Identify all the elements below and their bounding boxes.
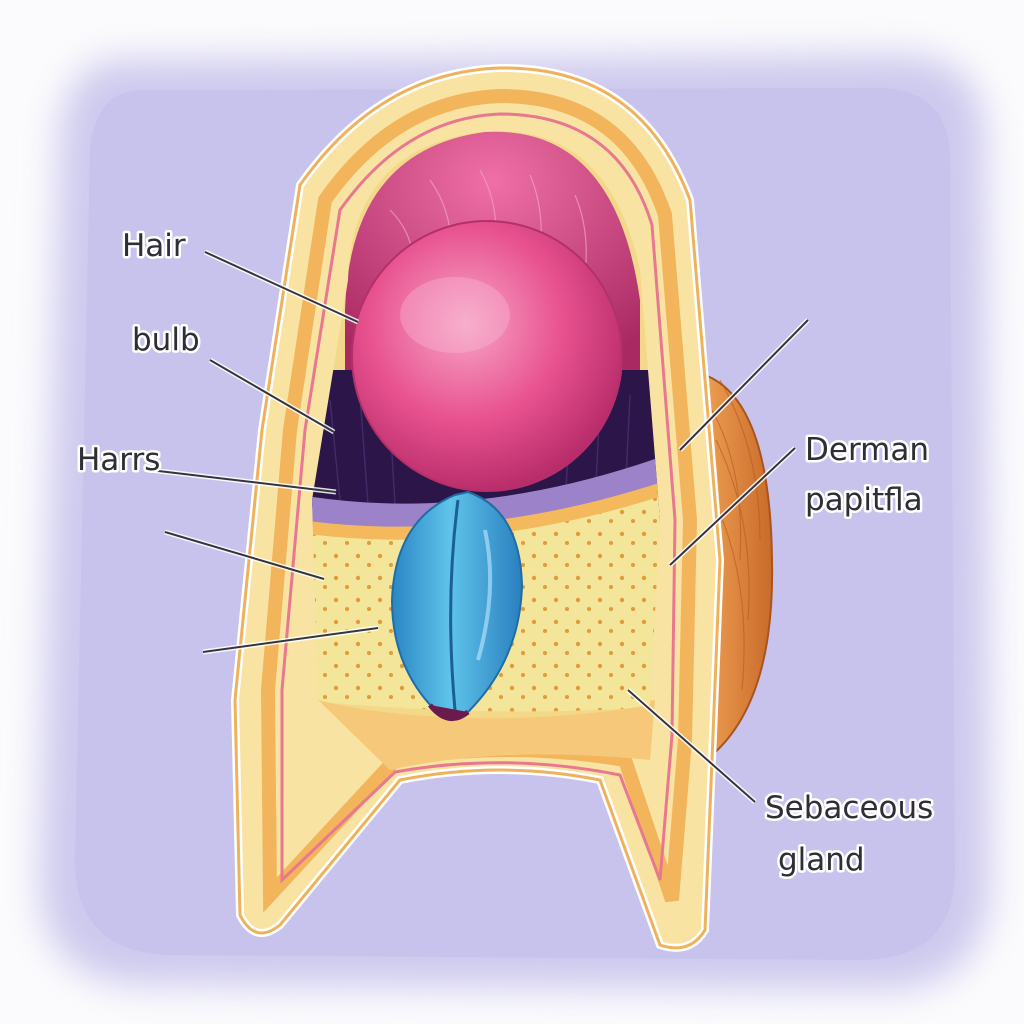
label-sebaceous-line1: Sebaceous xyxy=(765,790,933,826)
label-derman-line1: Derman xyxy=(805,432,929,468)
label-derman-line2: papitfla xyxy=(805,482,923,518)
outer-sheath-border xyxy=(233,66,722,950)
leader-sebaceous xyxy=(627,689,756,803)
leader-lines xyxy=(149,249,810,804)
lower-sheath-fill xyxy=(318,700,655,770)
gland-texture xyxy=(711,379,761,691)
leader-unlabeled-1 xyxy=(164,531,325,580)
leader-hair xyxy=(204,251,359,323)
leader-unlabeled-2 xyxy=(202,627,379,653)
leader-harrs xyxy=(149,469,337,493)
inner-sheath-pink xyxy=(280,112,677,884)
hair-bulb-sphere xyxy=(351,220,623,492)
label-hair: Hair xyxy=(122,228,186,264)
label-harrs: Harrs xyxy=(77,442,160,478)
label-sebaceous-line2: gland xyxy=(778,842,865,878)
leader-upper-right xyxy=(679,319,809,451)
leader-bulb xyxy=(209,359,335,433)
purple-band xyxy=(312,450,660,530)
leader-derman xyxy=(669,447,796,566)
label-bulb: bulb xyxy=(132,322,200,358)
